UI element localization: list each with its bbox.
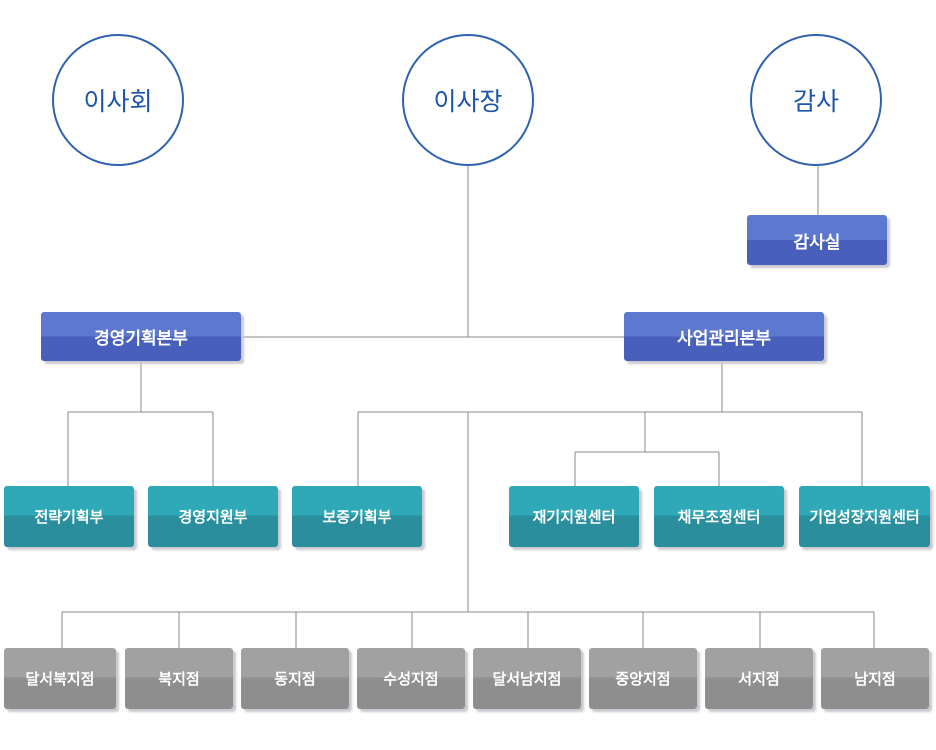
strategy-planning-dept-label: 전략기획부 <box>34 508 104 526</box>
management-support-dept-box: 경영지원부 <box>148 486 278 547</box>
branch-label: 서지점 <box>738 670 780 688</box>
branch-box: 중앙지점 <box>589 648 697 709</box>
branch-box: 동지점 <box>241 648 349 709</box>
business-growth-center-box: 기업성장지원센터 <box>799 486 930 547</box>
auditor-label: 감사 <box>792 87 839 116</box>
business-growth-center-label: 기업성장지원센터 <box>809 508 920 526</box>
management-planning-division-box: 경영기획본부 <box>41 312 241 361</box>
audit-office-label: 감사실 <box>793 232 841 253</box>
board-circle: 이사회 <box>52 34 184 166</box>
branch-label: 달서남지점 <box>492 670 562 688</box>
branch-box: 달서북지점 <box>4 648 116 709</box>
business-management-division-label: 사업관리본부 <box>677 329 771 349</box>
strategy-planning-dept-box: 전략기획부 <box>4 486 134 547</box>
branch-label: 달서북지점 <box>25 670 95 688</box>
branch-box: 달서남지점 <box>473 648 581 709</box>
auditor-circle: 감사 <box>750 34 882 166</box>
branch-label: 수성지점 <box>383 670 439 688</box>
guarantee-planning-dept-box: 보증기획부 <box>292 486 422 547</box>
branch-box: 수성지점 <box>357 648 465 709</box>
audit-office-box: 감사실 <box>747 215 887 265</box>
restart-support-center-box: 재기지원센터 <box>509 486 639 547</box>
branch-label: 동지점 <box>274 670 316 688</box>
management-support-dept-label: 경영지원부 <box>178 508 248 526</box>
chairman-label: 이사장 <box>433 87 503 116</box>
branch-label: 북지점 <box>158 670 200 688</box>
branch-box: 남지점 <box>821 648 929 709</box>
chairman-circle: 이사장 <box>402 34 534 166</box>
restart-support-center-label: 재기지원센터 <box>532 508 616 526</box>
branch-box: 서지점 <box>705 648 813 709</box>
debt-adjustment-center-box: 채무조정센터 <box>654 486 784 547</box>
management-planning-division-label: 경영기획본부 <box>94 329 188 349</box>
business-management-division-box: 사업관리본부 <box>624 312 824 361</box>
branch-label: 남지점 <box>854 670 896 688</box>
guarantee-planning-dept-label: 보증기획부 <box>322 508 392 526</box>
branch-box: 북지점 <box>125 648 233 709</box>
board-label: 이사회 <box>83 87 153 116</box>
branch-label: 중앙지점 <box>615 670 671 688</box>
debt-adjustment-center-label: 채무조정센터 <box>677 508 761 526</box>
